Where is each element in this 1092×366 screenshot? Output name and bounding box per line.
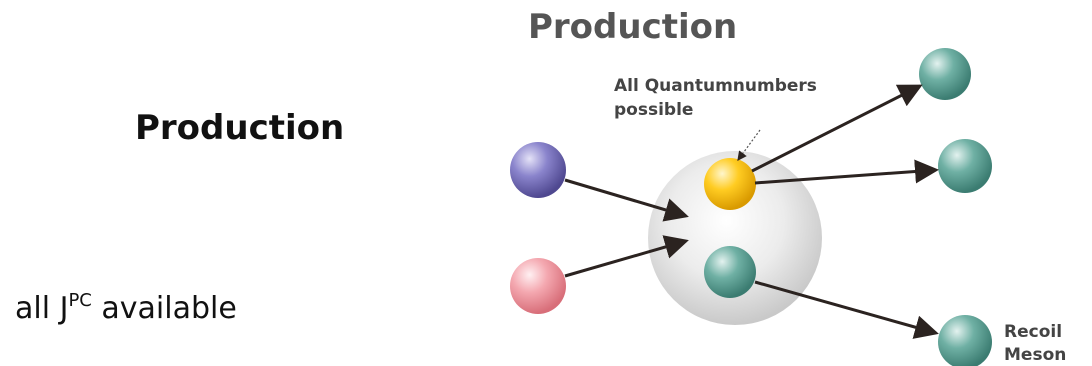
produced-state-yellow (704, 158, 756, 210)
incoming-particle-pink (510, 258, 566, 314)
incoming-particle-purple (510, 142, 566, 198)
jpc-superscript: PC (68, 290, 92, 311)
jpc-tail: available (91, 291, 237, 326)
recoil-particle-inner (704, 246, 756, 298)
recoil-label-line2: Meson (1004, 345, 1066, 365)
diagram-title: Production (528, 7, 737, 47)
annotation-line1: All Quantumnumbers (614, 76, 817, 96)
recoil-meson-particle (938, 315, 992, 366)
annotation-line2: possible (614, 100, 693, 120)
arrow-to-recoil (754, 280, 939, 339)
arrow-to-middle (754, 159, 939, 185)
interaction-cloud (648, 151, 822, 325)
arrow-purple-in (564, 178, 689, 222)
outgoing-particle-top (919, 48, 971, 100)
left-heading: Production (135, 108, 345, 148)
arrow-pink-in (564, 235, 689, 278)
jpc-statement: all JPC available (15, 290, 237, 326)
jpc-main: all J (15, 291, 69, 326)
recoil-label-line1: Recoil (1004, 322, 1062, 342)
arrow-to-top (751, 84, 923, 173)
outgoing-particle-middle (938, 139, 992, 193)
